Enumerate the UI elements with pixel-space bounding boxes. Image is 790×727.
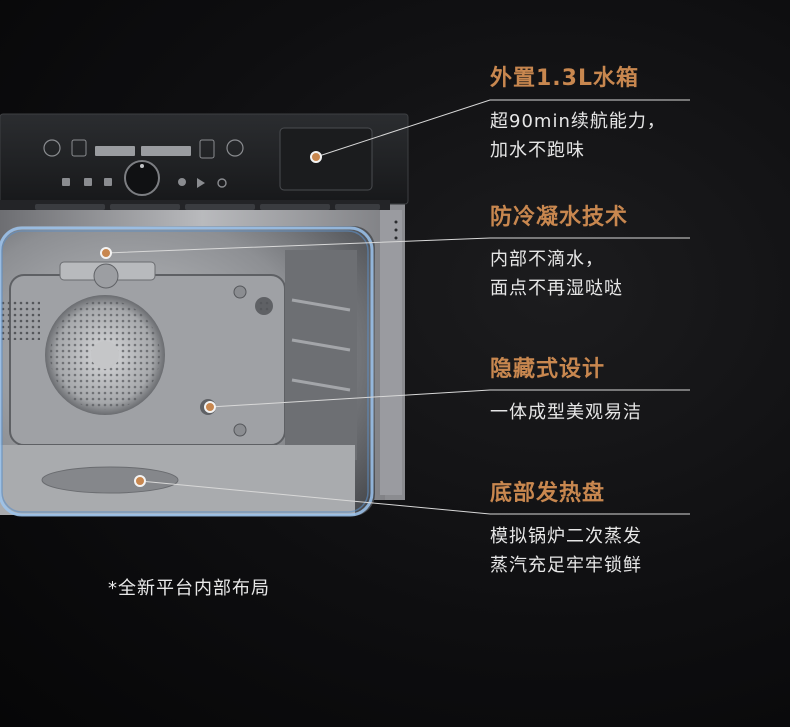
marker-water-tank bbox=[310, 151, 322, 163]
timer-icon[interactable] bbox=[178, 178, 186, 186]
feature-title-hidden-design: 隐藏式设计 bbox=[490, 357, 606, 382]
feature-desc-line: 超90min续航能力， bbox=[490, 111, 666, 132]
callout-markers bbox=[100, 151, 322, 487]
fan-icon[interactable] bbox=[104, 178, 112, 186]
feature-title-anti-condensation: 防冷凝水技术 bbox=[490, 205, 629, 230]
feature-title-water-tank: 外置1.3L水箱 bbox=[490, 66, 639, 91]
feature-desc-line: 加水不跑味 bbox=[490, 140, 585, 161]
play-icon[interactable] bbox=[197, 178, 205, 188]
control-knob[interactable] bbox=[124, 160, 160, 196]
feature-title-heating-plate: 底部发热盘 bbox=[490, 481, 606, 506]
feature-desc-water-tank: 超90min续航能力， 加水不跑味 bbox=[490, 107, 666, 165]
light-icon[interactable] bbox=[84, 178, 92, 186]
feature-desc-hidden-design: 一体成型美观易洁 bbox=[490, 398, 642, 427]
feature-desc-line: 蒸汽充足牢牢锁鲜 bbox=[490, 555, 642, 576]
marker-heating-plate bbox=[134, 475, 146, 487]
feature-desc-anti-condensation: 内部不滴水， 面点不再湿哒哒 bbox=[490, 245, 623, 303]
marker-hidden-design bbox=[204, 401, 216, 413]
leader-lines bbox=[105, 99, 690, 515]
feature-desc-line: 内部不滴水， bbox=[490, 249, 604, 270]
lcd-display bbox=[43, 139, 244, 159]
steam-icon[interactable] bbox=[62, 178, 70, 186]
feature-desc-line: 模拟锅炉二次蒸发 bbox=[490, 526, 642, 547]
feature-desc-line: 面点不再湿哒哒 bbox=[490, 278, 623, 299]
marker-anti-condensation bbox=[100, 247, 112, 259]
water-tank-cover bbox=[279, 127, 373, 191]
footnote: *全新平台内部布局 bbox=[108, 578, 270, 599]
feature-desc-line: 一体成型美观易洁 bbox=[490, 402, 642, 423]
feature-desc-heating-plate: 模拟锅炉二次蒸发 蒸汽充足牢牢锁鲜 bbox=[490, 522, 642, 580]
power-icon[interactable] bbox=[217, 178, 227, 188]
